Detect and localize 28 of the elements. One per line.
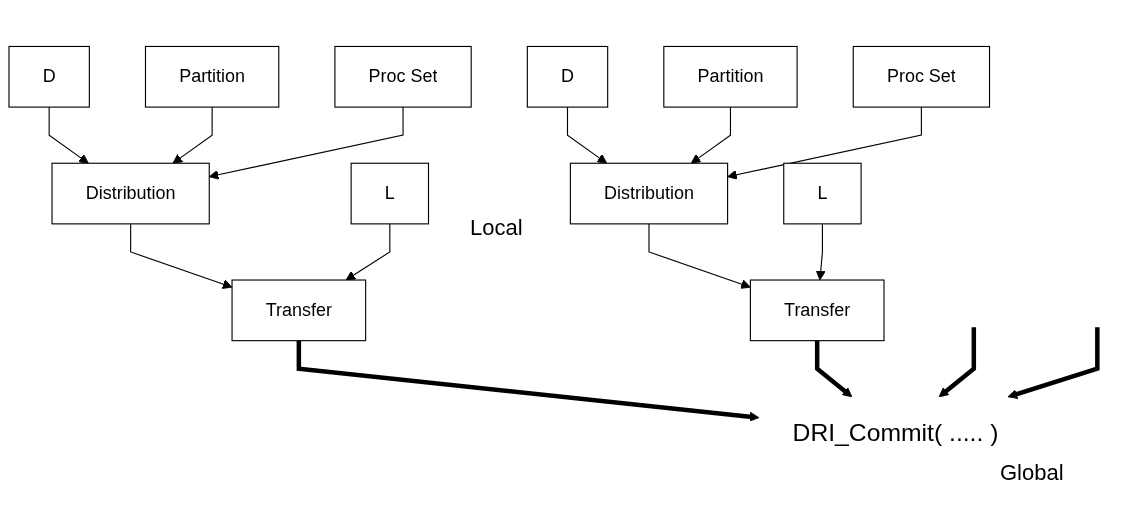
arrow bbox=[648, 223, 751, 289]
arrow bbox=[345, 223, 391, 281]
arrow bbox=[727, 106, 922, 180]
node-box: Partition bbox=[144, 45, 280, 108]
arrow bbox=[296, 340, 760, 422]
node-box: L bbox=[350, 162, 430, 225]
arrow bbox=[172, 106, 213, 164]
node-box: Transfer bbox=[231, 279, 367, 342]
node-box: Distribution bbox=[51, 162, 210, 225]
node-box: Proc Set bbox=[334, 45, 472, 108]
arrow bbox=[815, 223, 826, 281]
node-box: L bbox=[783, 162, 862, 225]
node-box: Proc Set bbox=[852, 45, 991, 108]
node-box: Partition bbox=[663, 45, 798, 108]
node-box: D bbox=[8, 45, 90, 108]
arrow bbox=[1007, 327, 1100, 399]
node-box: Distribution bbox=[569, 162, 729, 225]
node-box: Transfer bbox=[749, 279, 885, 342]
arrow bbox=[814, 340, 853, 398]
region-label: Global bbox=[1000, 460, 1064, 486]
arrow bbox=[130, 223, 233, 289]
arrow bbox=[938, 327, 977, 398]
node-box: D bbox=[526, 45, 609, 108]
arrow bbox=[48, 106, 89, 164]
node-text: DRI_Commit( ..... ) bbox=[792, 418, 999, 447]
arrow bbox=[690, 106, 731, 164]
region-label: Local bbox=[470, 215, 523, 241]
arrow bbox=[566, 106, 608, 164]
